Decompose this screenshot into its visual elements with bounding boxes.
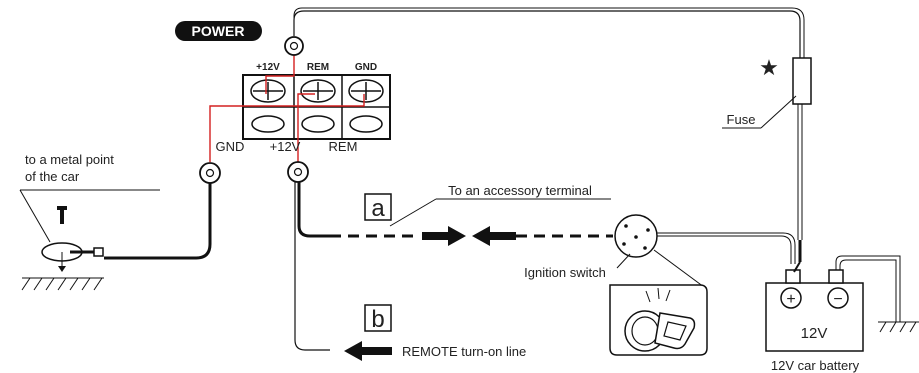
box-b-letter: b xyxy=(371,306,384,333)
ground-wire xyxy=(104,183,212,260)
battery-plus-sign: + xyxy=(786,291,795,308)
battery-ground-symbol xyxy=(878,321,919,333)
accessory-label: To an accessory terminal xyxy=(448,183,592,198)
screw-gnd xyxy=(348,79,384,103)
screw-bolt-icon xyxy=(57,206,67,224)
power-wire xyxy=(293,10,801,58)
arrow-left-remote-icon xyxy=(344,341,392,361)
metal-point-label-line2: of the car xyxy=(25,169,80,184)
remote-label: REMOTE turn-on line xyxy=(402,344,526,359)
box-a-letter: a xyxy=(371,195,385,222)
box-a xyxy=(364,193,392,221)
power-badge xyxy=(175,21,262,41)
rem-wire-b xyxy=(294,182,330,351)
plus12v-wire-label: +12V xyxy=(270,139,301,154)
metal-point-label-line1: to a metal point xyxy=(25,152,114,167)
power-badge-text: POWER xyxy=(192,23,245,39)
terminal-label-rem: REM xyxy=(307,62,329,73)
arrow-right-icon xyxy=(422,226,466,246)
ignition-switch-icon xyxy=(614,214,658,258)
fuse-label: Fuse xyxy=(727,112,756,127)
box-b xyxy=(364,304,392,332)
ignition-label: Ignition switch xyxy=(524,265,606,280)
key-switch-inset xyxy=(609,284,708,356)
screw-rem xyxy=(300,79,336,103)
ground-lug-icon xyxy=(41,242,104,262)
battery-minus-sign: − xyxy=(833,291,842,308)
battery-ground-wire xyxy=(835,255,901,322)
terminal-label-plus12v: +12V xyxy=(256,62,280,73)
star-mark: ★ xyxy=(759,55,779,80)
fuse xyxy=(792,57,812,105)
fuse-leader xyxy=(760,95,797,129)
red-wires xyxy=(209,48,365,176)
terminal-label-gnd: GND xyxy=(355,62,377,73)
chassis-ground-symbol xyxy=(21,277,104,291)
rem-wire-a xyxy=(297,182,330,238)
terminal-block xyxy=(242,74,391,140)
battery-icon xyxy=(765,269,864,352)
screw-plus12v xyxy=(250,79,286,103)
battery-voltage: 12V xyxy=(801,325,828,342)
rem-wire-label: REM xyxy=(329,139,358,154)
battery-label: 12V car battery xyxy=(771,358,860,373)
arrow-left-icon xyxy=(472,226,516,246)
gnd-wire-label: GND xyxy=(216,139,245,154)
